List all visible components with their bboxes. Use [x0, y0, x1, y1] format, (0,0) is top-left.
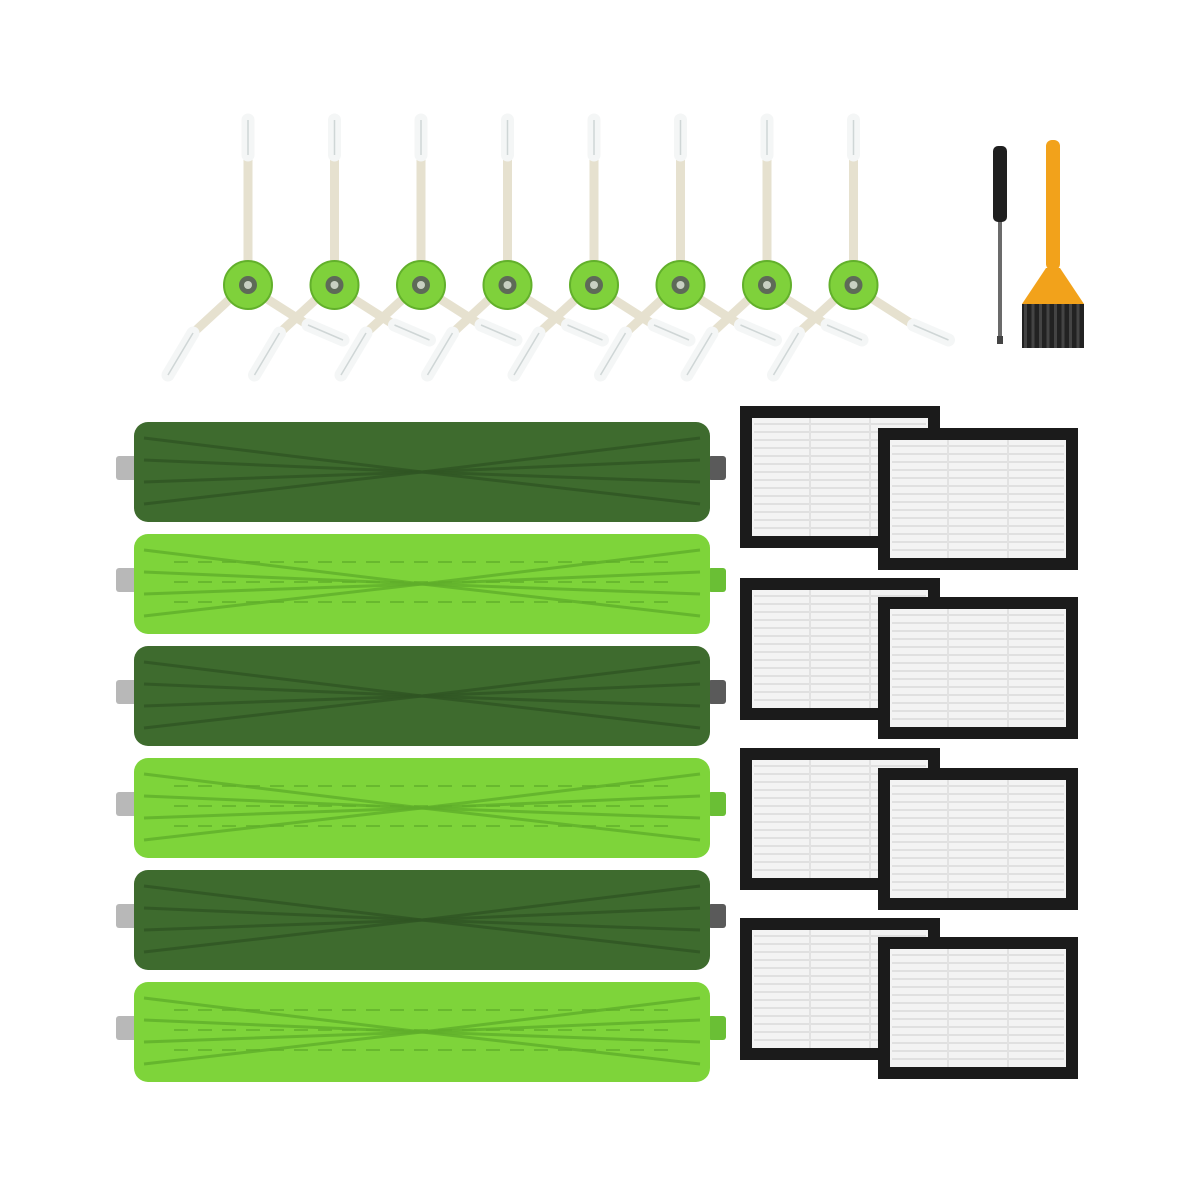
- side-brush: [767, 113, 955, 382]
- hepa-filter: [878, 428, 1078, 570]
- filter-group: [740, 406, 1078, 1079]
- main-roller-group: [116, 422, 726, 1082]
- screwdriver: [993, 146, 1007, 344]
- side-brush: [248, 113, 436, 382]
- cleaning-brush: [1022, 140, 1084, 348]
- hepa-filter: [878, 597, 1078, 739]
- main-roller: [116, 982, 726, 1082]
- side-brush: [421, 113, 609, 382]
- main-roller: [116, 758, 726, 858]
- side-brush: [334, 113, 523, 382]
- side-brush: [507, 113, 696, 382]
- side-brush: [680, 113, 869, 382]
- hepa-filter: [878, 937, 1078, 1079]
- side-brush: [161, 113, 350, 382]
- side-brush-group: [161, 113, 955, 382]
- hepa-filter: [878, 768, 1078, 910]
- main-roller: [116, 646, 726, 746]
- side-brush: [594, 113, 782, 382]
- main-roller: [116, 870, 726, 970]
- tool-group: [993, 140, 1084, 348]
- main-roller: [116, 422, 726, 522]
- main-roller: [116, 534, 726, 634]
